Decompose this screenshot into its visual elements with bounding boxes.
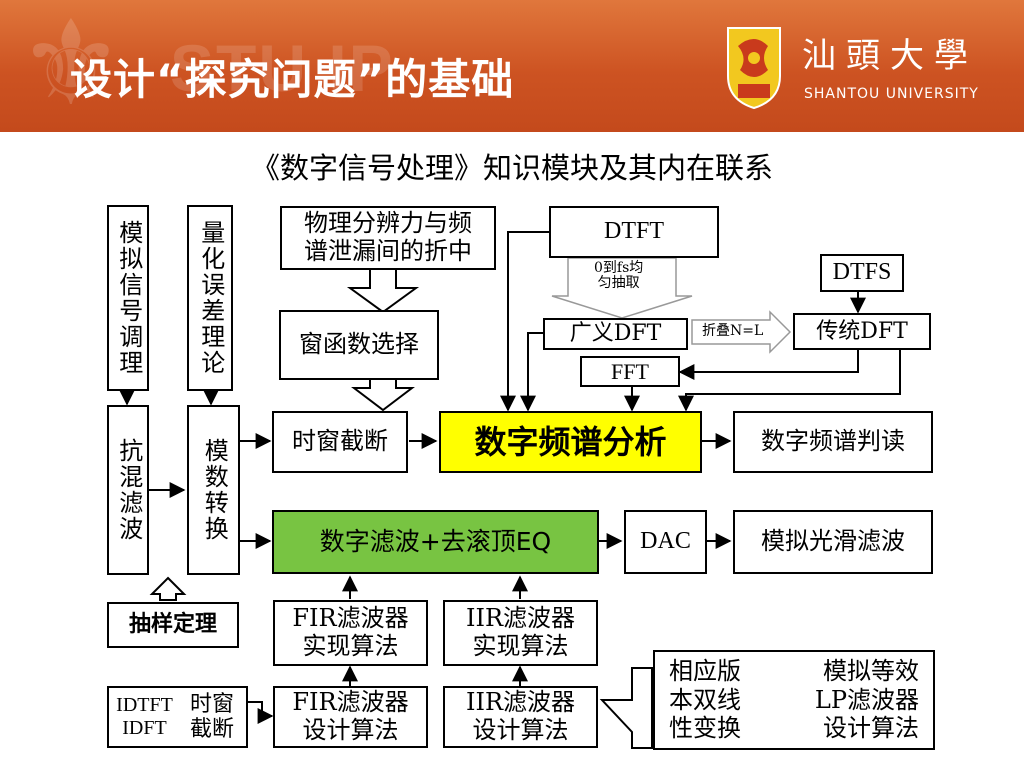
header-watermark: STU IP	[170, 31, 395, 105]
node-analog-conditioning: 模拟信号调理	[107, 205, 149, 391]
node-dtft: DTFT	[549, 206, 719, 258]
arrow-dtft-to-analysis	[500, 231, 549, 412]
node-anti-alias-filter: 抗混滤波	[107, 405, 149, 575]
node-time-window-truncation: 时窗截断	[272, 411, 408, 473]
hollow-arrow-gendft-to-tradft	[691, 310, 792, 354]
hollow-arrow-resolution-to-window	[346, 267, 420, 314]
node-adc: 模数转换	[187, 405, 240, 575]
node-digital-filtering-eq: 数字滤波+去滚顶EQ	[272, 510, 599, 574]
node-fft: FFT	[580, 356, 680, 387]
university-logo: 汕頭大學 SHANTOU UNIVERSITY	[716, 18, 1012, 118]
node-bilinear-transform-group: 相应版 本双线 性变换 模拟等效 LP滤波器 设计算法	[653, 650, 935, 750]
node-fir-design: FIR滤波器 设计算法	[273, 686, 428, 748]
hollow-arrow-window-to-timewindow	[351, 377, 415, 412]
hollow-arrow-dtft-to-gendft	[551, 257, 693, 319]
node-sampling-theorem: 抽样定理	[107, 602, 239, 648]
arrow-windowcut-to-firdesign	[248, 701, 274, 724]
university-name-en: SHANTOU UNIVERSITY	[804, 86, 979, 102]
node-window-cut: 时窗 截断	[178, 686, 248, 748]
hollow-arrow-transform-to-iirdesign	[599, 667, 653, 749]
page-title: 设计“探究问题”的基础	[70, 55, 515, 104]
university-name-cn: 汕頭大學	[802, 36, 978, 76]
node-resolution-tradeoff: 物理分辨力与频 谱泄漏间的折中	[280, 206, 496, 270]
node-digital-spectrum-analysis: 数字频谱分析	[439, 411, 702, 473]
arrow-gendft-to-analysis	[520, 332, 543, 412]
node-window-selection: 窗函数选择	[279, 310, 439, 380]
arrow-tradft-to-fft	[678, 350, 859, 380]
node-idtft-idft: IDTFT IDFT	[107, 686, 180, 748]
node-quantization-error: 量化误差理论	[187, 205, 233, 391]
fleur-decoration: ⚜	[18, 0, 124, 132]
node-iir-design: IIR滤波器 设计算法	[443, 686, 598, 748]
node-iir-implementation: IIR滤波器 实现算法	[443, 600, 598, 666]
university-emblem-icon	[727, 27, 781, 110]
node-spectrum-interpretation: 数字频谱判读	[733, 411, 933, 473]
node-traditional-dft: 传统DFT	[793, 313, 931, 350]
analog-lp-design-text: 模拟等效 LP滤波器 设计算法	[814, 656, 919, 743]
header-banner: ⚜ STU IP 设计“探究问题”的基础 汕頭大學 SHANTOU UNIVER…	[0, 0, 1024, 132]
node-dtfs: DTFS	[820, 254, 904, 292]
arrow-tradft-to-analysis	[678, 350, 901, 412]
hollow-arrow-sampling-to-antialias	[149, 576, 187, 601]
diagram-subtitle: 《数字信号处理》知识模块及其内在联系	[250, 151, 773, 185]
node-fir-implementation: FIR滤波器 实现算法	[273, 600, 428, 666]
node-generalized-dft: 广义DFT	[543, 318, 688, 350]
bilinear-transform-text: 相应版 本双线 性变换	[669, 656, 741, 743]
label-folding: 折叠N=L	[702, 323, 764, 339]
node-analog-smoothing-filter: 模拟光滑滤波	[733, 510, 933, 574]
node-dac: DAC	[624, 510, 707, 574]
label-uniform-sampling: 0到fs均 匀抽取	[594, 260, 644, 292]
